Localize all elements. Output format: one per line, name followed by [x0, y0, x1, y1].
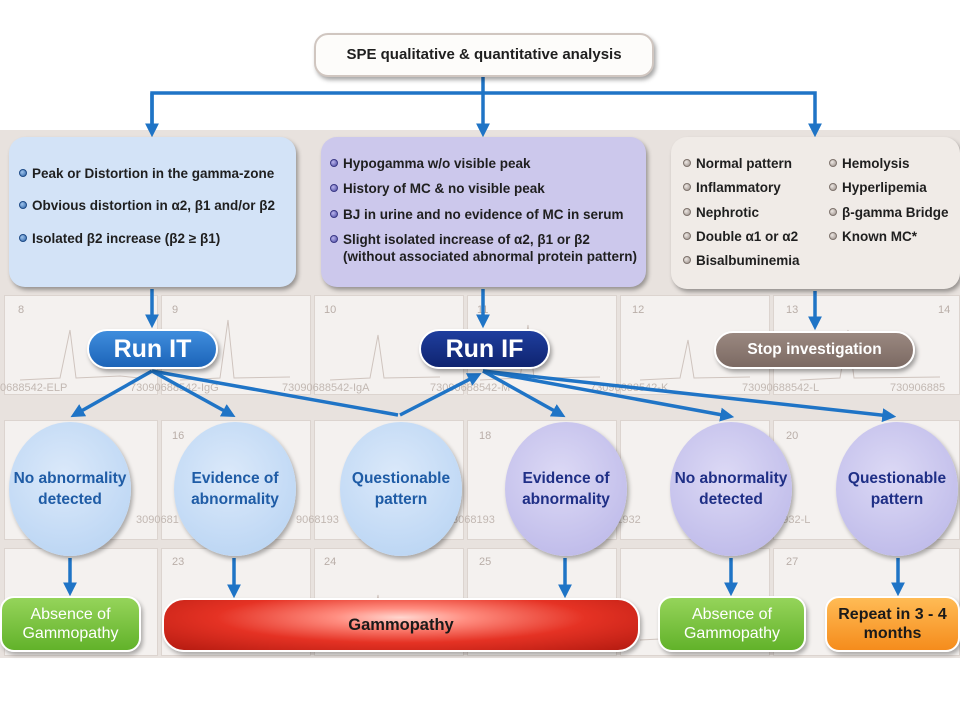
- bg-number: 18: [479, 430, 492, 442]
- bg-number: 14: [938, 304, 951, 316]
- bg-code: 730906885: [890, 382, 946, 394]
- criteria-text: Hypogamma w/o visible peak: [343, 156, 531, 171]
- bg-code: 0688542-ELP: [0, 382, 68, 394]
- criteria-item: Double α1 or α2: [683, 228, 800, 245]
- repeat-test-outcome: Repeat in 3 - 4 months: [825, 596, 960, 652]
- bullet-icon: [330, 234, 338, 243]
- criteria-text: Isolated β2 increase (β2 ≥ β1): [32, 230, 221, 246]
- criteria-text: History of MC & no visible peak: [343, 181, 545, 197]
- bullet-icon: [330, 184, 338, 193]
- bg-code: 73090688542-IgA: [282, 382, 370, 394]
- run-it-criteria-box: Peak or Distortion in the gamma-zone Obv…: [9, 137, 296, 287]
- criteria-item: Nephrotic: [683, 204, 800, 221]
- bullet-icon: [683, 159, 691, 167]
- evidence-abnormality-it-circle: Evidence of abnormality: [174, 422, 296, 556]
- bullet-icon: [683, 207, 691, 216]
- criteria-item: Hypogamma w/o visible peak: [330, 155, 640, 172]
- criteria-item: Bisalbuminemia: [683, 252, 800, 269]
- bg-number: 13: [786, 304, 799, 316]
- criteria-item: β-gamma Bridge: [829, 204, 949, 221]
- bullet-icon: [330, 209, 338, 218]
- bg-number: 25: [479, 556, 492, 568]
- criteria-item: Obvious distortion in α2, β1 and/or β2: [19, 197, 288, 214]
- criteria-text: Slight isolated increase of α2, β1 or β2…: [343, 231, 638, 265]
- criteria-text: Double α1 or α2: [696, 228, 799, 244]
- bg-number: 24: [324, 556, 337, 568]
- no-abnormality-it-circle: No abnormality detected: [9, 422, 131, 556]
- gammopathy-outcome: Gammopathy: [162, 598, 640, 652]
- bullet-icon: [683, 231, 691, 240]
- criteria-text: Known MC*: [842, 228, 917, 244]
- bullet-icon: [829, 183, 837, 192]
- bullet-icon: [19, 169, 27, 177]
- spe-analysis-title: SPE qualitative & quantitative analysis: [346, 46, 622, 64]
- run-if-criteria-box: Hypogamma w/o visible peak History of MC…: [321, 137, 646, 287]
- criteria-text: Peak or Distortion in the gamma-zone: [32, 166, 275, 181]
- bullet-icon: [683, 256, 691, 265]
- criteria-text: β-gamma Bridge: [842, 204, 949, 220]
- stop-criteria-list-col2: Hemolysis Hyperlipemia β-gamma Bridge Kn…: [829, 155, 949, 252]
- criteria-item: Hemolysis: [829, 155, 949, 172]
- bg-number: 8: [18, 304, 25, 316]
- bg-number: 20: [786, 430, 799, 442]
- criteria-item: History of MC & no visible peak: [330, 180, 640, 197]
- criteria-item: Hyperlipemia: [829, 179, 949, 196]
- bg-number: 9: [172, 304, 179, 316]
- criteria-text: Obvious distortion in α2, β1 and/or β2: [32, 198, 276, 214]
- criteria-text: Bisalbuminemia: [696, 253, 800, 269]
- bg-number: 27: [786, 556, 799, 568]
- bullet-icon: [829, 231, 837, 240]
- bg-number: 10: [324, 304, 337, 316]
- criteria-text: BJ in urine and no evidence of MC in ser…: [343, 206, 624, 222]
- criteria-item: Peak or Distortion in the gamma-zone: [19, 165, 288, 182]
- bullet-icon: [19, 233, 27, 242]
- bullet-icon: [19, 201, 27, 210]
- criteria-item: Normal pattern: [683, 155, 800, 172]
- stop-criteria-list-col1: Normal pattern Inflammatory Nephrotic Do…: [683, 155, 800, 276]
- bg-code: 73090688542-L: [742, 382, 820, 394]
- criteria-item: BJ in urine and no evidence of MC in ser…: [330, 206, 640, 223]
- no-abnormality-if-circle: No abnormality detected: [670, 422, 792, 556]
- criteria-item: Inflammatory: [683, 179, 800, 196]
- criteria-text: Inflammatory: [696, 180, 781, 196]
- bullet-icon: [683, 183, 691, 192]
- bg-code: 73090688542-IgG: [130, 382, 219, 394]
- bg-code: 3068193: [452, 514, 495, 526]
- stop-investigation-pill: Stop investigation: [714, 331, 915, 369]
- bg-code: 9068193: [296, 514, 339, 526]
- criteria-text: Hyperlipemia: [842, 180, 927, 196]
- bg-code: 3090681: [136, 514, 179, 526]
- criteria-text: Normal pattern: [696, 156, 793, 171]
- bullet-icon: [829, 207, 837, 216]
- questionable-pattern-if-circle: Questionable pattern: [836, 422, 958, 556]
- evidence-abnormality-if-circle: Evidence of abnormality: [505, 422, 627, 556]
- criteria-item: Known MC*: [829, 228, 949, 245]
- stop-criteria-box: Normal pattern Inflammatory Nephrotic Do…: [671, 137, 960, 289]
- criteria-item: Slight isolated increase of α2, β1 or β2…: [330, 231, 640, 266]
- criteria-text: Nephrotic: [696, 204, 760, 220]
- run-if-criteria-list: Hypogamma w/o visible peak History of MC…: [330, 155, 640, 265]
- spe-analysis-box: SPE qualitative & quantitative analysis: [314, 33, 654, 77]
- bullet-icon: [829, 159, 837, 167]
- bg-number: 23: [172, 556, 185, 568]
- bg-number: 16: [172, 430, 185, 442]
- run-if-pill: Run IF: [419, 329, 550, 369]
- run-it-criteria-list: Peak or Distortion in the gamma-zone Obv…: [19, 165, 288, 247]
- run-it-pill: Run IT: [87, 329, 218, 369]
- criteria-item: Isolated β2 increase (β2 ≥ β1): [19, 230, 288, 247]
- bg-number: 12: [632, 304, 645, 316]
- absence-of-gammopathy-outcome: Absence of Gammopathy: [658, 596, 806, 652]
- bullet-icon: [330, 159, 338, 167]
- criteria-text: Hemolysis: [842, 156, 910, 171]
- questionable-pattern-it-circle: Questionable pattern: [340, 422, 462, 556]
- absence-of-gammopathy-outcome: Absence of Gammopathy: [0, 596, 141, 652]
